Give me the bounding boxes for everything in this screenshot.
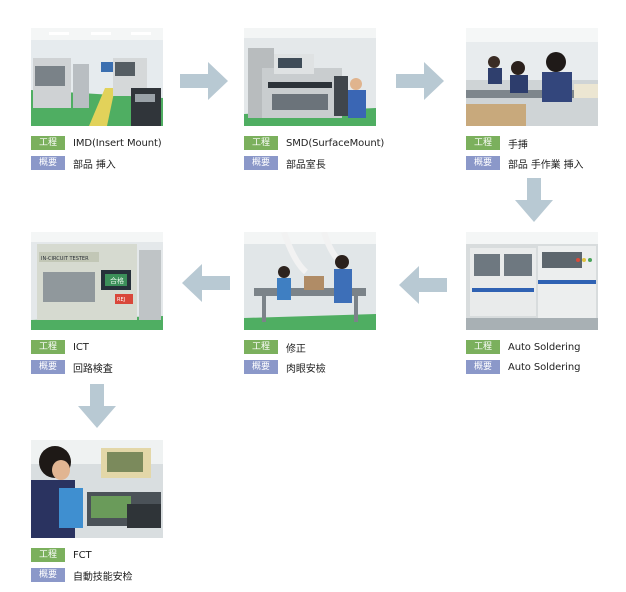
- row-summary: 概要 部品 手作業 挿入: [466, 156, 584, 171]
- process-value: ICT: [73, 341, 89, 353]
- ict-display-text: 合格: [110, 276, 124, 285]
- photo-ict-tester: IN-CIRCUIT TESTER 合格 REJ: [31, 232, 163, 330]
- row-process: 工程 FCT: [31, 548, 92, 562]
- row-process: 工程 IMD(Insert Mount): [31, 136, 162, 150]
- process-badge: 工程: [31, 548, 65, 562]
- summary-badge: 概要: [31, 156, 65, 170]
- row-summary: 概要 肉眼安檢: [244, 360, 326, 375]
- summary-value: 回路検査: [73, 363, 113, 375]
- process-badge: 工程: [466, 136, 500, 150]
- row-summary: 概要 回路検査: [31, 360, 113, 375]
- arrow-down-icon: [515, 178, 553, 222]
- ict-machine-sign: IN-CIRCUIT TESTER: [41, 256, 89, 262]
- process-value: FCT: [73, 549, 92, 561]
- process-value: SMD(SurfaceMount): [286, 137, 385, 149]
- photo-smd-machine: [244, 28, 376, 126]
- arrow-left-icon: [182, 264, 230, 302]
- process-badge: 工程: [31, 136, 65, 150]
- process-value: Auto Soldering: [508, 341, 581, 353]
- summary-value: 自動技能安检: [73, 571, 133, 583]
- row-summary: 概要 部品 挿入: [31, 156, 116, 171]
- process-value: 手挿: [508, 139, 528, 151]
- photo-manual-insert-workers: [466, 28, 598, 126]
- process-badge: 工程: [466, 340, 500, 354]
- row-summary: 概要 Auto Soldering: [466, 360, 580, 374]
- arrow-right-icon: [396, 62, 444, 100]
- process-badge: 工程: [244, 340, 278, 354]
- row-summary: 概要 自動技能安检: [31, 568, 133, 583]
- process-badge: 工程: [244, 136, 278, 150]
- process-value: IMD(Insert Mount): [73, 137, 162, 149]
- summary-badge: 概要: [466, 156, 500, 170]
- arrow-left-icon: [399, 266, 447, 304]
- photo-repair-station: [244, 232, 376, 330]
- summary-value: Auto Soldering: [508, 361, 581, 373]
- arrow-down-icon: [78, 384, 116, 428]
- summary-value: 部品 挿入: [73, 159, 116, 171]
- summary-badge: 概要: [31, 568, 65, 582]
- row-process: 工程 ICT: [31, 340, 89, 354]
- summary-value: 肉眼安檢: [286, 363, 326, 375]
- row-process: 工程 Auto Soldering: [466, 340, 580, 354]
- summary-value: 部品室長: [286, 159, 326, 171]
- row-process: 工程 手挿: [466, 136, 528, 151]
- process-value: 修正: [286, 343, 306, 355]
- photo-imd-line: [31, 28, 163, 126]
- process-badge: 工程: [31, 340, 65, 354]
- arrow-right-icon: [180, 62, 228, 100]
- photo-fct-operator: [31, 440, 163, 538]
- row-process: 工程 SMD(SurfaceMount): [244, 136, 384, 150]
- summary-badge: 概要: [244, 360, 278, 374]
- summary-badge: 概要: [244, 156, 278, 170]
- ict-button-text: REJ: [117, 297, 125, 303]
- row-process: 工程 修正: [244, 340, 306, 355]
- summary-badge: 概要: [466, 360, 500, 374]
- summary-badge: 概要: [31, 360, 65, 374]
- photo-auto-soldering-machine: [466, 232, 598, 330]
- row-summary: 概要 部品室長: [244, 156, 326, 171]
- summary-value: 部品 手作業 挿入: [508, 159, 584, 171]
